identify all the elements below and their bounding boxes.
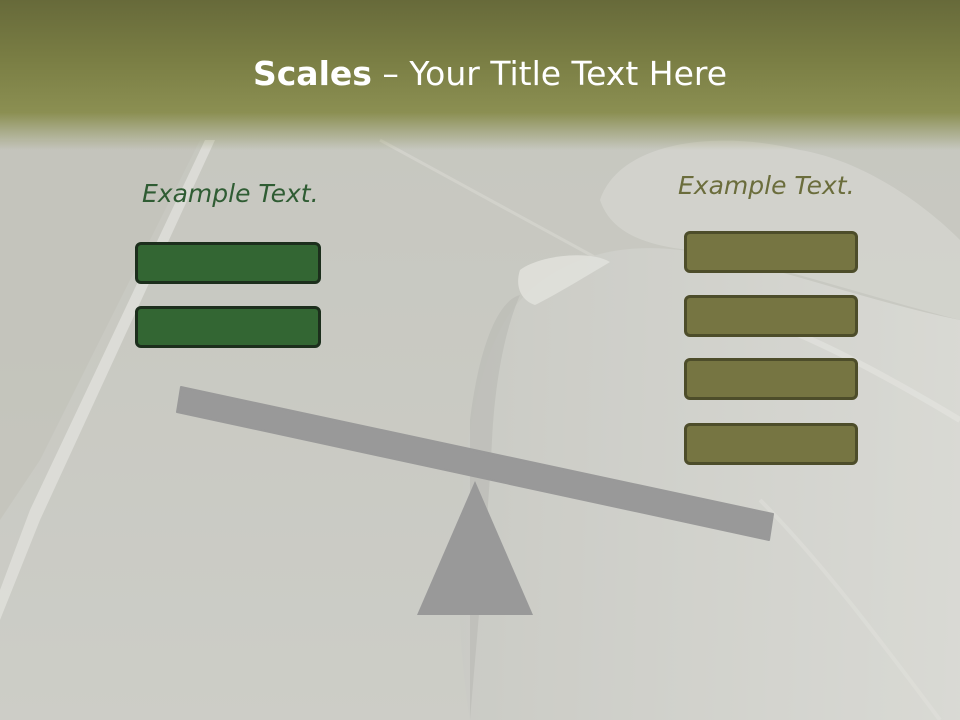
right-box-4[interactable] xyxy=(684,423,858,465)
scale-fulcrum[interactable] xyxy=(417,481,533,615)
left-caption[interactable]: Example Text. xyxy=(142,179,319,208)
right-box-1[interactable] xyxy=(684,231,858,273)
left-box-1[interactable] xyxy=(135,242,321,284)
right-box-2[interactable] xyxy=(684,295,858,337)
left-box-2[interactable] xyxy=(135,306,321,348)
title-bold-text: Scales xyxy=(252,54,372,93)
right-caption[interactable]: Example Text. xyxy=(678,171,855,200)
title-rest-text: – Your Title Text Here xyxy=(371,54,728,93)
slide-title[interactable]: Scales – Your Title Text Here xyxy=(0,52,960,96)
scale-beam[interactable] xyxy=(176,386,774,541)
right-box-3[interactable] xyxy=(684,358,858,400)
title-band xyxy=(0,0,960,150)
